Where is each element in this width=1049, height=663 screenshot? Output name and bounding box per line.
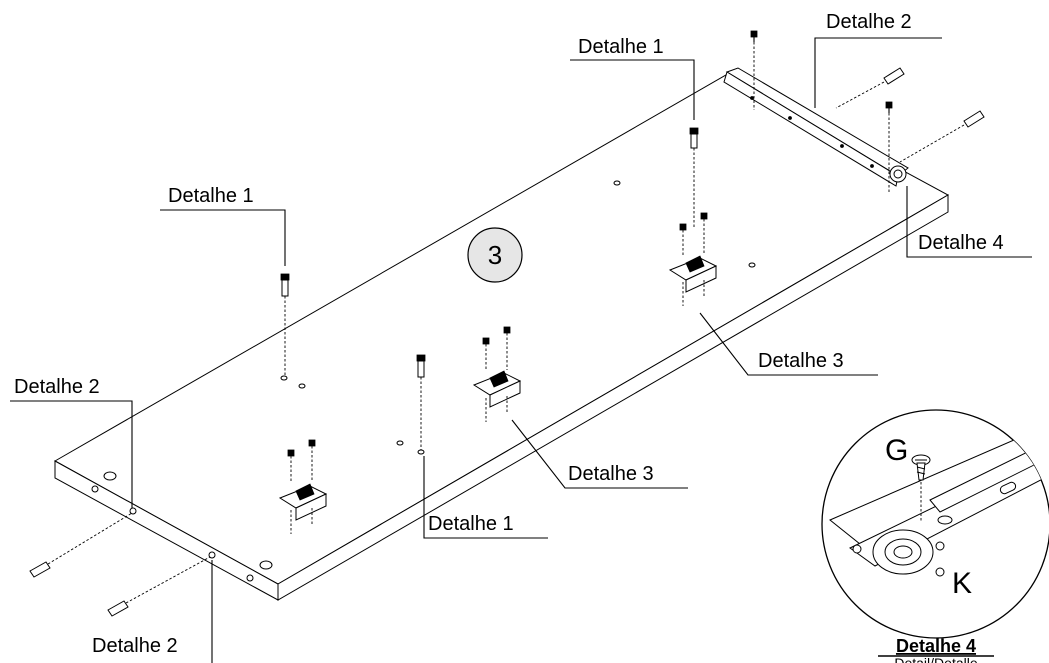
part-k-label: K [952, 567, 972, 600]
detail-4-title: Detalhe 4 [896, 636, 976, 656]
drawer-rail [723, 67, 909, 187]
confirmat-screw-center [416, 354, 426, 450]
confirmat-screw-left [280, 273, 290, 375]
part-g-label: G [885, 434, 908, 467]
hinge-plate-left [278, 439, 328, 534]
callout-detalhe-1-top: Detalhe 1 [578, 36, 664, 58]
board-panel [53, 74, 950, 601]
confirmat-screw-top [689, 127, 699, 228]
callout-leaders [10, 37, 1032, 663]
callout-detalhe-4: Detalhe 4 [918, 232, 1004, 254]
callout-detalhe-2-top: Detalhe 2 [826, 11, 912, 33]
callout-detalhe-3-mid: Detalhe 3 [568, 463, 654, 485]
dowel-left-2 [107, 556, 211, 617]
callout-detalhe-2-bottom: Detalhe 2 [92, 635, 178, 657]
step-number: 3 [488, 240, 502, 270]
step-number-circle [467, 227, 523, 283]
callout-detalhe-3-right: Detalhe 3 [758, 350, 844, 372]
detail-4-subtitle: Detail/Detalle [894, 655, 977, 663]
screw-top-rail-2 [885, 101, 893, 192]
hinge-plate-center [472, 326, 522, 422]
detail-4-magnifier: G K [821, 409, 1049, 639]
hinge-plate-right [668, 212, 718, 306]
dowel-top-1 [835, 67, 905, 109]
callout-detalhe-1-left: Detalhe 1 [168, 185, 254, 207]
callout-detalhe-1-bottom: Detalhe 1 [428, 513, 514, 535]
dowel-top-2 [899, 110, 985, 163]
callout-detalhe-2-left: Detalhe 2 [14, 376, 100, 398]
screw-top-rail-1 [750, 30, 758, 110]
dowel-left-1 [29, 512, 133, 578]
